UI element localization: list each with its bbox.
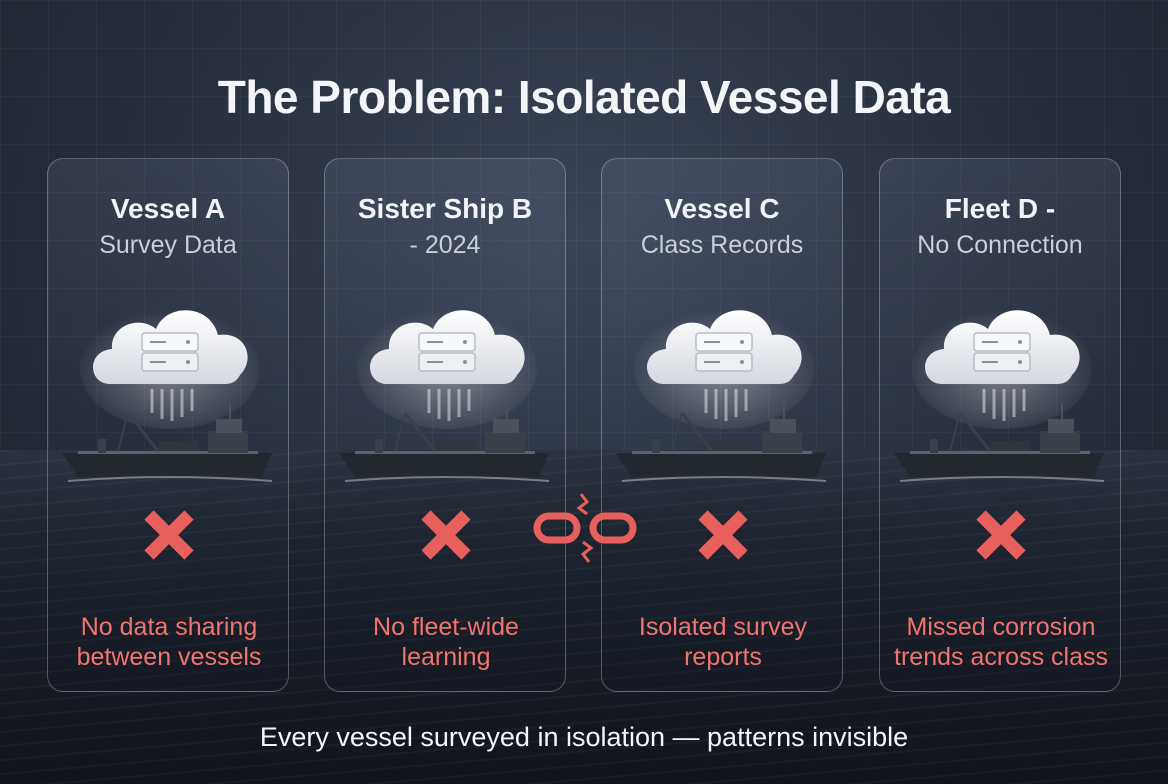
- card-title: Sister Ship B: [357, 193, 533, 224]
- card-note-line: No data sharing: [80, 613, 258, 641]
- card-note-line: Isolated survey: [638, 613, 808, 641]
- x-mark-icon: [693, 505, 753, 565]
- card-subtitle: - 2024: [409, 231, 481, 259]
- card-note-line: No fleet-wide: [373, 613, 519, 641]
- footer-caption: Every vessel surveyed in isolation — pat…: [259, 722, 909, 752]
- card-note: Missed corrosion trends across class: [888, 612, 1114, 672]
- x-mark-icon: [139, 505, 199, 565]
- card-title: Vessel C: [664, 193, 780, 224]
- cargo-ship-icon: [58, 401, 280, 491]
- card-note-line: Missed corrosion: [906, 613, 1096, 641]
- card-subtitle: Class Records: [640, 231, 804, 259]
- card-note: No data sharing between vessels: [56, 612, 282, 672]
- card-sister-ship-b: Sister Ship B - 2024 No fleet-wide learn…: [324, 158, 566, 692]
- cargo-ship-icon: [612, 401, 834, 491]
- card-note: No fleet-wide learning: [333, 612, 559, 672]
- card-title: Vessel A: [110, 193, 226, 224]
- card-note: Isolated survey reports: [610, 612, 836, 672]
- card-note-line: learning: [401, 643, 491, 671]
- cargo-ship-icon: [890, 401, 1112, 491]
- cargo-ship-icon: [335, 401, 557, 491]
- card-fleet-d: Fleet D - No Connection Missed corrosion…: [879, 158, 1121, 692]
- card-note-line: reports: [684, 643, 762, 671]
- card-subtitle: Survey Data: [99, 231, 237, 259]
- card-note-line: trends across class: [894, 643, 1108, 671]
- card-subtitle: No Connection: [917, 231, 1083, 259]
- broken-chain-icon: [533, 493, 637, 563]
- x-mark-icon: [971, 505, 1031, 565]
- card-note-line: between vessels: [76, 643, 262, 671]
- card-vessel-c: Vessel C Class Records Isolated survey r…: [601, 158, 843, 692]
- card-title: Fleet D -: [944, 193, 1056, 224]
- page-title: The Problem: Isolated Vessel Data: [217, 71, 951, 123]
- card-vessel-a: Vessel A Survey Data No data sharing bet…: [47, 158, 289, 692]
- x-mark-icon: [416, 505, 476, 565]
